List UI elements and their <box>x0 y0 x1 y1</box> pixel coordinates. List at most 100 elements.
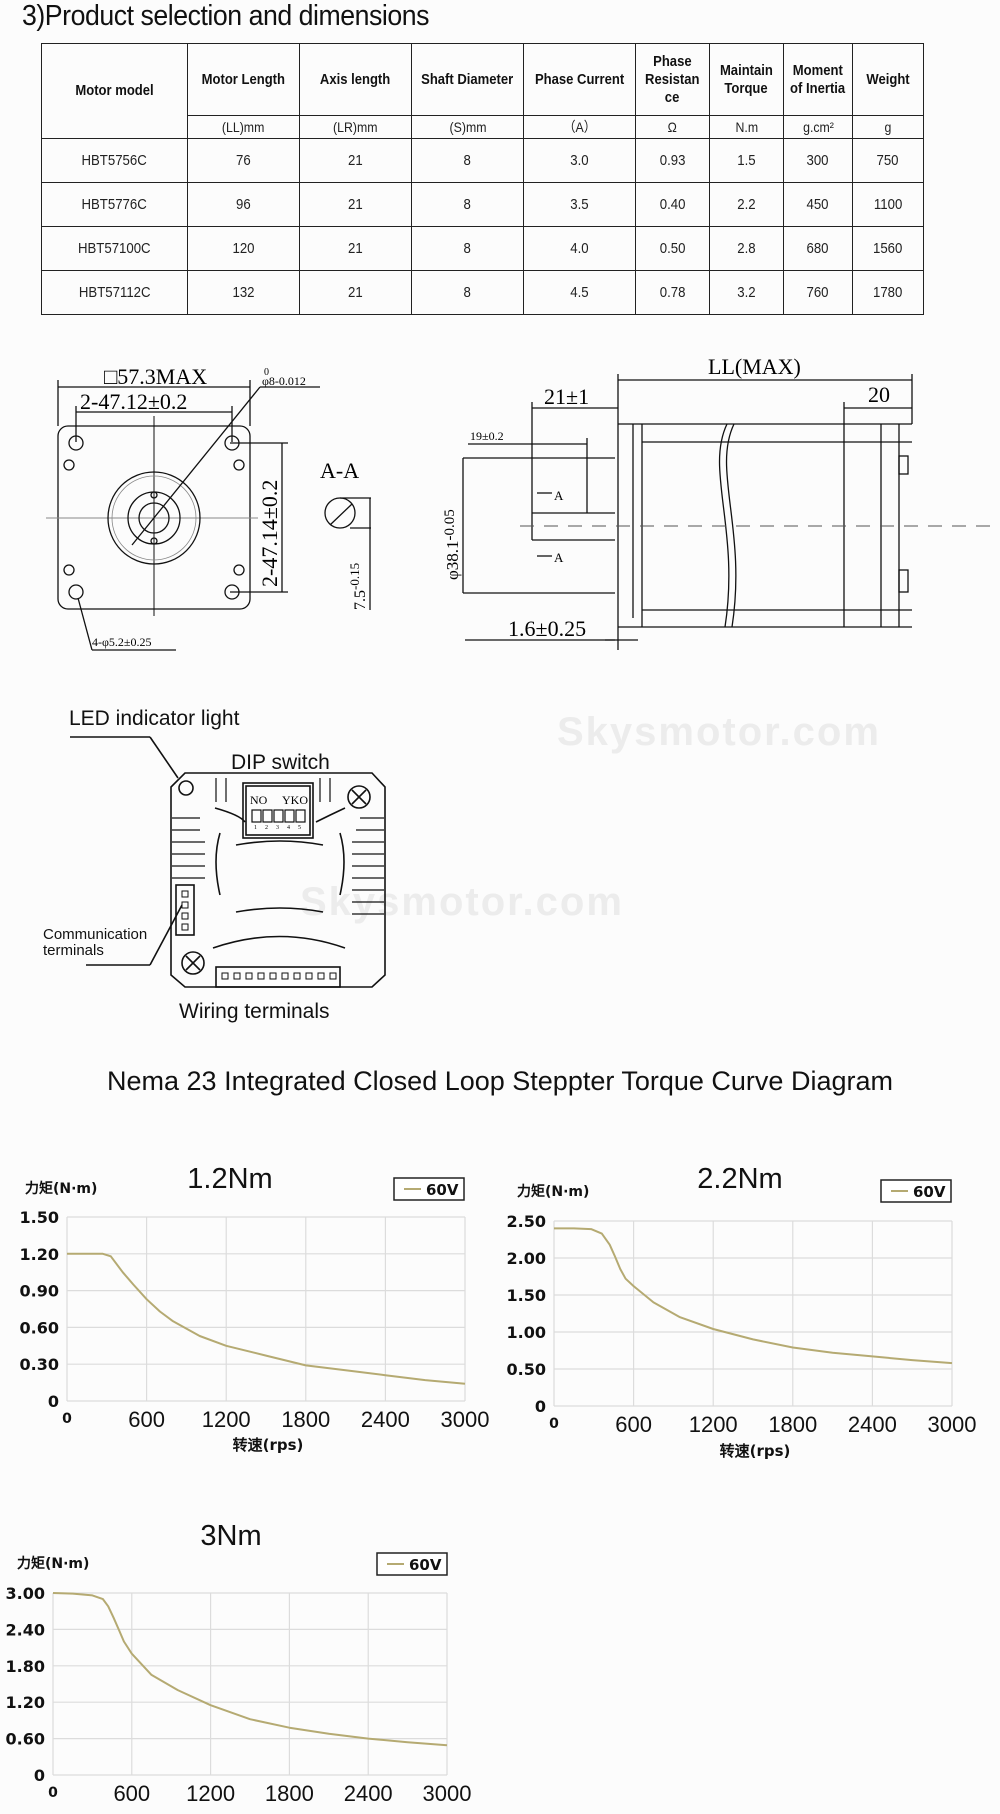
table-cell: 2.2 <box>709 182 784 227</box>
table-cell: 0.93 <box>635 138 710 183</box>
shaft-length-label: 21±1 <box>544 384 589 409</box>
table-cell: 300 <box>783 138 853 183</box>
table-cell: 21 <box>299 182 412 227</box>
header-moment-of-inertia: Moment of Inertia <box>783 43 853 116</box>
x-tick-label: 0 <box>62 1411 72 1427</box>
legend-box <box>376 1552 448 1576</box>
unit-cell: (S)mm <box>411 115 524 139</box>
table-cell: 21 <box>299 270 412 315</box>
hole-spacing-h-label: 2-47.12±0.2 <box>80 389 187 414</box>
table-cell: 120 <box>187 226 300 271</box>
table-cell: 1780 <box>852 270 924 315</box>
torque-section-title: Nema 23 Integrated Closed Loop Steppter … <box>107 1066 893 1096</box>
y-tick-label: 0.50 <box>507 1360 546 1379</box>
table-cell: 3.2 <box>709 270 784 315</box>
y-tick-label: 1.00 <box>507 1323 546 1342</box>
dip-number-4: 4 <box>287 825 290 831</box>
y-tick-label: 1.50 <box>20 1208 59 1227</box>
torque-curve <box>52 1592 448 1747</box>
communication-terminals-label: Communication terminals <box>43 927 147 959</box>
x-tick-label: 1800 <box>768 1412 817 1437</box>
table-cell: 4.0 <box>523 226 636 271</box>
driver-board-drawing: NO YKO 1 2 3 4 5 <box>70 736 386 988</box>
y-tick-label: 0 <box>535 1397 546 1416</box>
x-tick-label: 2400 <box>361 1407 410 1432</box>
unit-cell: g.cm² <box>783 115 853 139</box>
table-cell: 1560 <box>852 226 924 271</box>
table-cell: 760 <box>783 270 853 315</box>
dip-number-1: 1 <box>254 825 257 831</box>
header-shaft-diameter: Shaft Diameter <box>411 43 524 116</box>
y-tick-label: 1.50 <box>507 1286 546 1305</box>
unit-cell: Ω <box>635 115 710 139</box>
y-tick-label: 1.20 <box>6 1693 45 1712</box>
y-axis-label: 力矩(N·m) <box>517 1183 589 1200</box>
table-cell: 0.78 <box>635 270 710 315</box>
header-motor-model: Motor model <box>41 43 188 139</box>
table-cell: 1100 <box>852 182 924 227</box>
table-cell: 8 <box>411 182 524 227</box>
shaft-dia-upper: 0 <box>264 367 269 378</box>
section-title: 3)Product selection and dimensions <box>22 0 430 32</box>
unit-cell: N.m <box>709 115 784 139</box>
x-tick-label: 1800 <box>281 1407 330 1432</box>
chart-title: 2.2Nm <box>697 1163 782 1195</box>
motor-length-label: LL(MAX) <box>708 354 801 379</box>
header-phase-current: Phase Current <box>523 43 636 116</box>
legend-label: 60V <box>426 1181 459 1199</box>
led-indicator-label: LED indicator light <box>69 707 240 730</box>
y-tick-label: 2.40 <box>6 1620 45 1639</box>
table-cell: 0.50 <box>635 226 710 271</box>
table-cell: 2.8 <box>709 226 784 271</box>
wiring-terminals-label: Wiring terminals <box>179 1000 330 1023</box>
y-tick-label: 0.30 <box>20 1355 59 1374</box>
x-tick-label: 0 <box>48 1785 58 1801</box>
legend-box <box>880 1179 952 1203</box>
y-tick-label: 0 <box>34 1766 45 1785</box>
x-tick-label: 1200 <box>186 1781 235 1806</box>
comm-label-line-1: Communication <box>43 926 148 943</box>
square-dim-label: □57.3MAX <box>104 364 207 389</box>
table-cell: 21 <box>299 226 412 271</box>
flat-dim-label: 7.5-0.15 <box>347 563 369 610</box>
boss-height-label: 1.6±0.25 <box>508 616 586 641</box>
x-tick-label: 3000 <box>928 1412 977 1437</box>
dip-switch-label: DIP switch <box>231 751 330 774</box>
x-tick-label: 2400 <box>344 1781 393 1806</box>
table-cell: 0.40 <box>635 182 710 227</box>
table-cell: 21 <box>299 138 412 183</box>
section-marker-top: A <box>554 488 564 503</box>
table-cell: 8 <box>411 270 524 315</box>
unit-cell: (LR)mm <box>299 115 412 139</box>
section-marker-bottom: A <box>554 550 564 565</box>
table-cell: 96 <box>187 182 300 227</box>
table-cell: 680 <box>783 226 853 271</box>
side-view-drawing: LL(MAX) 21±1 19±0.2 20 1.6±0.25 φ38.1-0.… <box>442 354 1000 650</box>
dip-text-left: NO <box>250 793 268 807</box>
motor-model-cell: HBT5776C <box>41 182 188 227</box>
motor-model-cell: HBT57112C <box>41 270 188 315</box>
y-tick-label: 0.60 <box>6 1730 45 1749</box>
motor-model-cell: HBT5756C <box>41 138 188 183</box>
table-cell: 750 <box>852 138 924 183</box>
dip-number-2: 2 <box>265 825 268 831</box>
x-tick-label: 0 <box>549 1416 559 1432</box>
hole-spacing-v-label: 2-47.14±0.2 <box>257 480 282 587</box>
x-tick-label: 1200 <box>202 1407 251 1432</box>
boss-dia-label: φ38.1-0.05 <box>442 509 462 580</box>
dip-number-3: 3 <box>276 825 279 831</box>
table-cell: 132 <box>187 270 300 315</box>
table-cell: 76 <box>187 138 300 183</box>
x-tick-label: 600 <box>128 1407 165 1432</box>
y-tick-label: 0 <box>48 1392 59 1411</box>
y-tick-label: 1.80 <box>6 1657 45 1676</box>
header-weight: Weight <box>852 43 924 116</box>
x-tick-label: 1800 <box>265 1781 314 1806</box>
unit-cell: (LL)mm <box>187 115 300 139</box>
